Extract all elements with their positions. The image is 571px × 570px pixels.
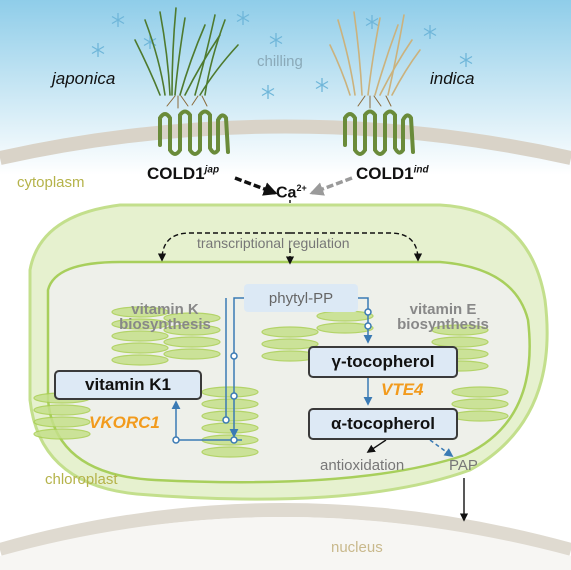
japonica-label: japonica <box>52 69 116 88</box>
chilling-label: chilling <box>257 53 303 70</box>
cold1-ind-arrow <box>309 176 353 196</box>
cold1-ind-receptor-icon <box>343 109 415 156</box>
pap-label: PAP <box>449 457 478 474</box>
vitamin-e-pathway-lines <box>355 297 454 458</box>
calcium-label: Ca2+ <box>276 183 307 202</box>
antioxidation-arrow <box>366 439 387 453</box>
nucleus-region <box>0 517 571 570</box>
chloroplast-label: chloroplast <box>45 471 118 488</box>
antioxidation-label: antioxidation <box>320 457 405 474</box>
cold1-jap-receptor-icon <box>158 109 230 156</box>
indica-plant-icon <box>329 11 421 109</box>
nuclear-membrane <box>0 503 571 557</box>
gamma-tocopherol-box: γ-tocopherol <box>308 346 458 378</box>
vkorc1-enzyme-label: VKORC1 <box>89 413 160 432</box>
japonica-plant-icon <box>134 7 239 109</box>
cold1-ind-label: COLD1ind <box>356 164 429 183</box>
cell-membrane <box>0 119 571 165</box>
nucleus-label: nucleus <box>331 539 383 556</box>
indica-label: indica <box>430 69 475 88</box>
cold1-jap-arrow <box>234 176 278 196</box>
vte4-enzyme-label: VTE4 <box>381 380 424 399</box>
cold1-jap-label: COLD1jap <box>147 164 220 183</box>
alpha-tocopherol-box: α-tocopherol <box>308 408 458 440</box>
transcriptional-regulation-label: transcriptional regulation <box>197 235 350 251</box>
vitamin-k1-box: vitamin K1 <box>54 370 202 400</box>
cytoplasm-label: cytoplasm <box>17 174 85 191</box>
phytyl-pp-box: phytyl-PP <box>244 284 358 312</box>
transcriptional-arrows <box>157 232 423 265</box>
